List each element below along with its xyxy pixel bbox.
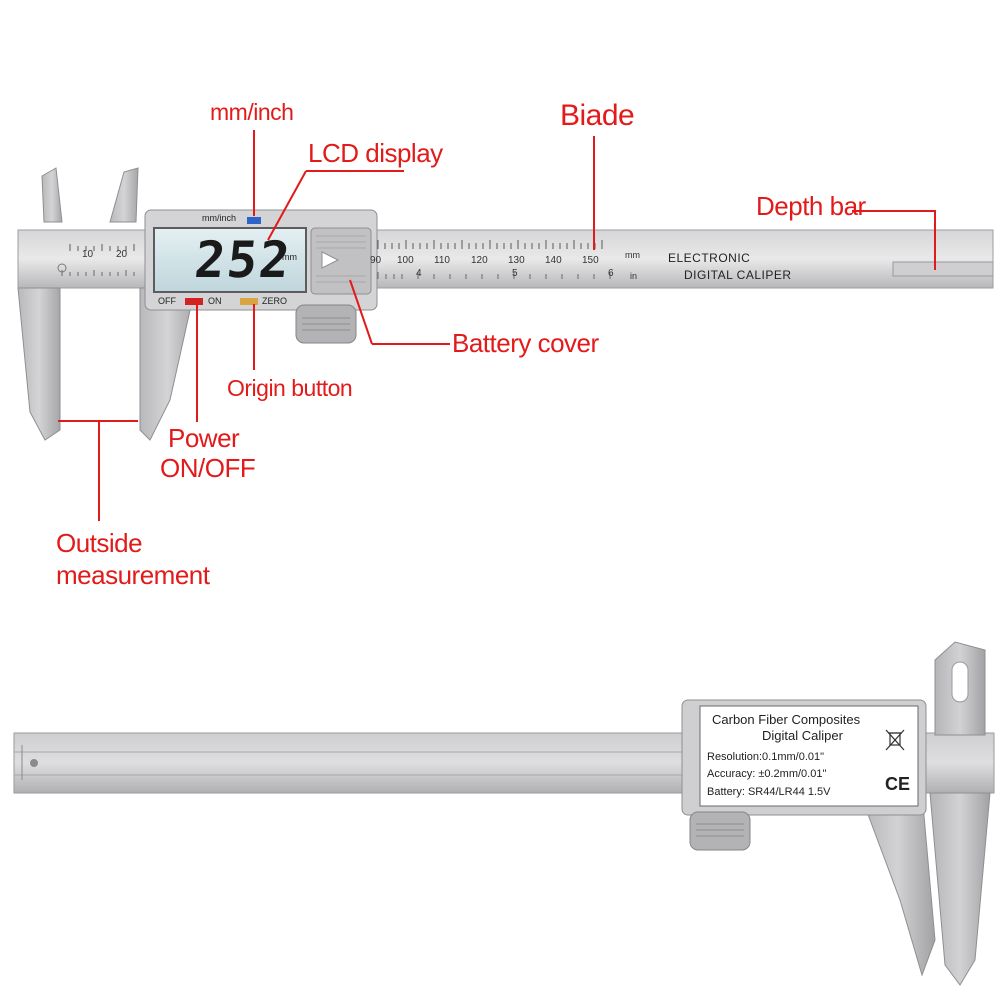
callout-battery-cover: Battery cover bbox=[452, 328, 599, 358]
callout-line-depth-v bbox=[934, 210, 936, 270]
unit-in: in bbox=[630, 271, 638, 281]
callout-line-origin bbox=[253, 304, 255, 370]
callout-line-blade bbox=[593, 136, 595, 250]
mm-inch-switch-label: mm/inch bbox=[202, 213, 237, 223]
battery-cover-plate bbox=[310, 227, 372, 295]
spec-resolution: Resolution:0.1mm/0.01" bbox=[707, 751, 825, 763]
moving-upper-jaw bbox=[109, 167, 139, 223]
scale-label: 100 bbox=[397, 255, 414, 266]
back-lower-jaw-moving bbox=[859, 792, 936, 977]
spec-line-2: Digital Caliper bbox=[762, 728, 843, 743]
spec-line-1: Carbon Fiber Composites bbox=[712, 712, 861, 727]
fixed-lower-jaw bbox=[17, 287, 61, 441]
callout-line-outside-v bbox=[98, 421, 100, 521]
callout-lcd-display: LCD display bbox=[308, 138, 443, 168]
back-thumb-roller bbox=[689, 811, 751, 851]
scale-label: 90 bbox=[370, 255, 382, 266]
scale-label: 20 bbox=[116, 249, 128, 260]
zero-button-shape bbox=[240, 298, 258, 305]
on-label: ON bbox=[208, 296, 222, 306]
lcd-unit: mm bbox=[282, 252, 297, 262]
scale-label: 130 bbox=[508, 255, 525, 266]
callout-mm-inch: mm/inch bbox=[210, 99, 294, 125]
callout-line-lcd-h bbox=[306, 170, 404, 172]
scale-label: 140 bbox=[545, 255, 562, 266]
callout-outside-1: Outside bbox=[56, 528, 143, 558]
inch-scale-ticks bbox=[377, 272, 611, 279]
beam-hole bbox=[57, 263, 67, 273]
vernier-ticks bbox=[61, 270, 135, 276]
right-scale-ticks bbox=[377, 240, 603, 249]
scale-label: 150 bbox=[582, 255, 599, 266]
ce-mark-icon: CE bbox=[885, 774, 911, 794]
callout-outside-2: measurement bbox=[56, 560, 210, 590]
depth-bar bbox=[892, 261, 994, 277]
scale-label: 110 bbox=[434, 255, 450, 266]
unit-mm: mm bbox=[625, 250, 640, 260]
brand-line-2: DIGITAL CALIPER bbox=[684, 268, 792, 282]
spec-label bbox=[699, 705, 919, 807]
callout-origin-button: Origin button bbox=[227, 375, 353, 401]
callout-power-1: Power bbox=[168, 423, 240, 453]
scale-label: 6 bbox=[608, 268, 614, 279]
scale-label: 10 bbox=[82, 249, 94, 260]
back-beam-hole bbox=[30, 759, 38, 767]
left-scale-ticks bbox=[69, 244, 135, 251]
callout-line-mm-inch bbox=[253, 130, 255, 216]
spec-accuracy: Accuracy: ±0.2mm/0.01" bbox=[707, 768, 827, 780]
fixed-upper-jaw bbox=[41, 167, 63, 223]
callout-blade: Biade bbox=[560, 99, 635, 132]
weee-bin-icon bbox=[885, 729, 905, 751]
callout-line-depth-h bbox=[852, 210, 936, 212]
power-button-shape bbox=[185, 298, 203, 305]
mm-inch-button-shape bbox=[247, 217, 261, 224]
scale-label: 120 bbox=[471, 255, 488, 266]
callout-line-power bbox=[196, 304, 198, 422]
off-label: OFF bbox=[158, 296, 176, 306]
brand-line-1: ELECTRONIC bbox=[668, 251, 751, 265]
callout-line-battery bbox=[372, 343, 450, 345]
arrow-icon bbox=[321, 251, 340, 269]
callout-power-2: ON/OFF bbox=[160, 453, 256, 483]
back-lower-jaw-fixed bbox=[929, 792, 991, 986]
spec-battery: Battery: SR44/LR44 1.5V bbox=[707, 786, 831, 798]
zero-label: ZERO bbox=[262, 296, 288, 306]
scale-label: 4 bbox=[416, 268, 422, 279]
scale-label: 5 bbox=[512, 268, 518, 279]
callout-depth-bar: Depth bar bbox=[756, 191, 866, 221]
